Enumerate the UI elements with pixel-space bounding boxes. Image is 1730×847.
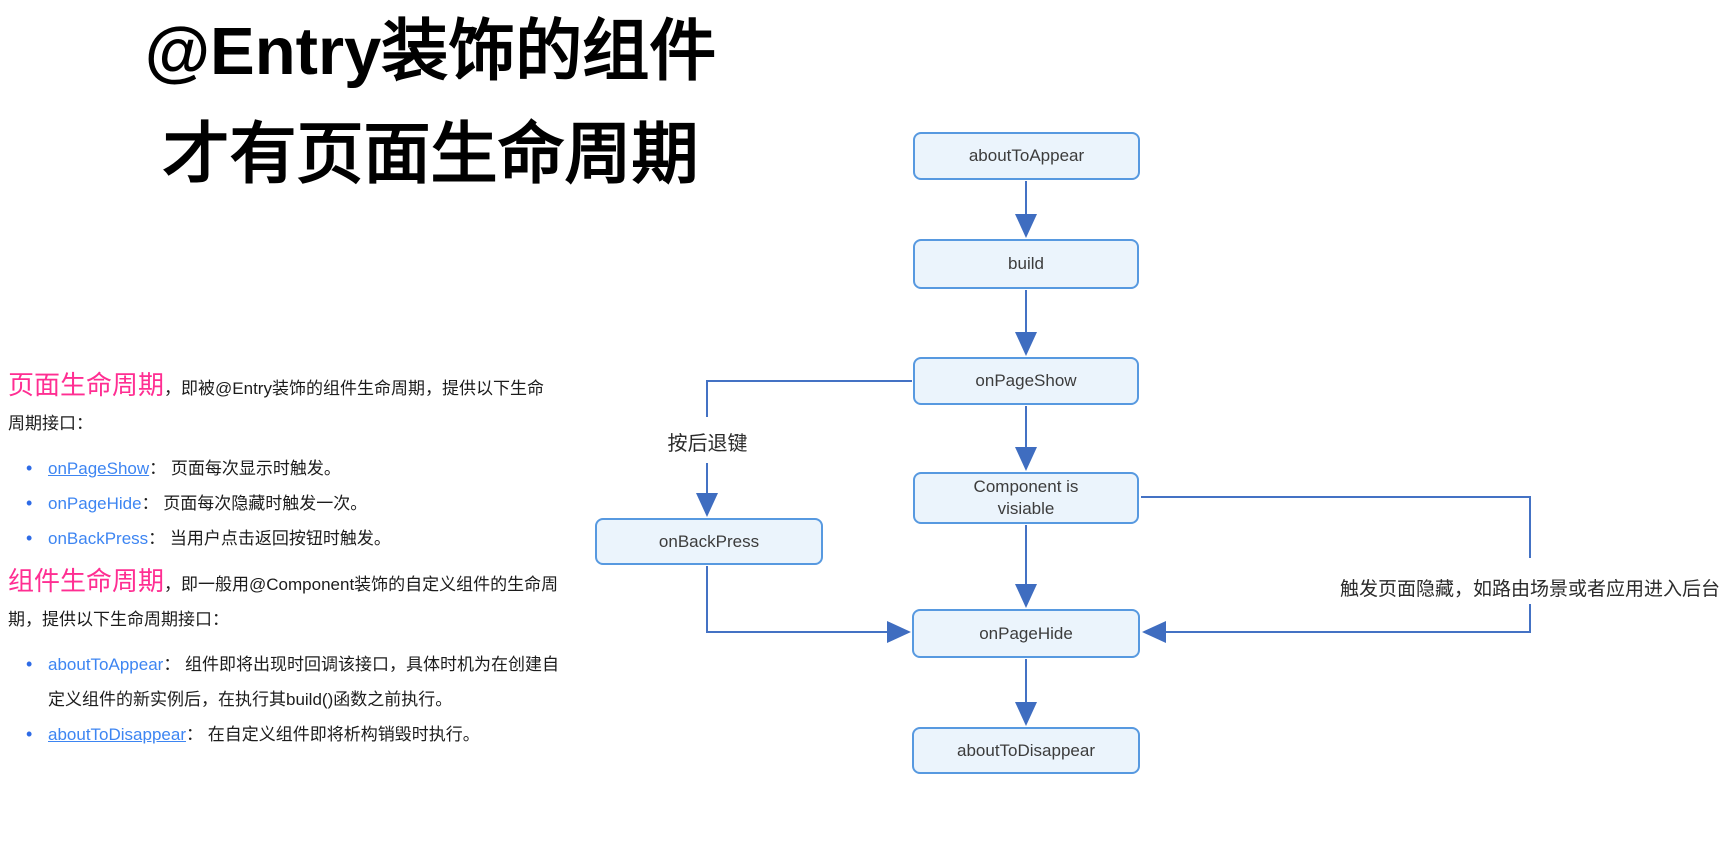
edge-hidetrigger-onpagehide bbox=[1142, 604, 1531, 643]
link-abouttodisappear[interactable]: aboutToDisappear bbox=[48, 725, 186, 744]
edge-label-back-key: 按后退键 bbox=[667, 433, 748, 455]
page-lifecycle-list: onPageShow： 页面每次显示时触发。 onPageHide： 页面每次隐… bbox=[8, 451, 560, 556]
link-abouttoappear[interactable]: aboutToAppear bbox=[48, 655, 164, 674]
list-item-onbackpress: onBackPress： 当用户点击返回按钮时触发。 bbox=[26, 521, 560, 556]
flow-node-build: build bbox=[913, 239, 1139, 289]
desc-onbackpress: ： 当用户点击返回按钮时触发。 bbox=[148, 529, 391, 548]
flow-node-label-line2: visiable bbox=[997, 499, 1055, 518]
section-page-lifecycle-intro: 页面生命周期，即被@Entry装饰的组件生命周期，提供以下生命周期接口： bbox=[8, 368, 560, 441]
flow-node-label-line1: Component is bbox=[973, 477, 1079, 496]
flow-node-onpagehide: onPageHide bbox=[912, 609, 1140, 658]
link-onpagehide[interactable]: onPageHide bbox=[48, 494, 142, 513]
list-item-onpagehide: onPageHide： 页面每次隐藏时触发一次。 bbox=[26, 486, 560, 521]
page-title-line2: 才有页面生命周期 bbox=[162, 117, 699, 192]
link-onpageshow[interactable]: onPageShow bbox=[48, 459, 150, 478]
flow-node-abouttodisappear: aboutToDisappear bbox=[912, 727, 1140, 774]
edge-component-hidetrigger-upper bbox=[1141, 496, 1531, 558]
section-heading-page-lifecycle: 页面生命周期 bbox=[8, 370, 165, 400]
desc-abouttoappear: ： 组件即将出现时回调该接口，具体时机为在创建自定义组件的新实例后，在执行其bu… bbox=[48, 655, 560, 709]
list-item-onpageshow: onPageShow： 页面每次显示时触发。 bbox=[26, 451, 560, 486]
flow-node-label: aboutToDisappear bbox=[957, 740, 1095, 760]
notes-column: 页面生命周期，即被@Entry装饰的组件生命周期，提供以下生命周期接口： onP… bbox=[8, 368, 560, 752]
list-item-abouttoappear: aboutToAppear： 组件即将出现时回调该接口，具体时机为在创建自定义组… bbox=[26, 647, 560, 717]
link-onbackpress[interactable]: onBackPress bbox=[48, 529, 149, 548]
flow-node-label: onPageShow bbox=[975, 371, 1077, 390]
flow-node-label: onPageHide bbox=[979, 623, 1073, 643]
section-intro-text: ，即被@Entry装饰的组件生命周期，提供以下生命周期接口： bbox=[8, 379, 544, 433]
flow-node-label: onBackPress bbox=[658, 531, 760, 551]
desc-onpagehide: ： 页面每次隐藏时触发一次。 bbox=[141, 494, 368, 513]
flow-node-label: build bbox=[1008, 254, 1044, 273]
flow-node-component-visible: Component is visiable bbox=[913, 472, 1139, 524]
list-item-abouttodisappear: aboutToDisappear： 在自定义组件即将析构销毁时执行。 bbox=[26, 717, 560, 752]
flow-node-abouttoappear: aboutToAppear bbox=[913, 132, 1140, 180]
edge-onpageshow-backkey-upper bbox=[706, 380, 912, 417]
flow-node-onbackpress: onBackPress bbox=[595, 518, 823, 565]
page-title-line1: @Entry装饰的组件 bbox=[144, 14, 717, 89]
component-lifecycle-list: aboutToAppear： 组件即将出现时回调该接口，具体时机为在创建自定义组… bbox=[8, 647, 560, 752]
edge-onbackpress-onpagehide bbox=[706, 566, 911, 643]
flow-node-label: aboutToAppear bbox=[968, 146, 1085, 165]
section-component-lifecycle-intro: 组件生命周期，即一般用@Component装饰的自定义组件的生命周期，提供以下生… bbox=[8, 564, 560, 637]
edge-label-page-hide-trigger: 触发页面隐藏，如路由场景或者应用进入后台 bbox=[1339, 579, 1720, 600]
section-intro-text: ，即一般用@Component装饰的自定义组件的生命周期，提供以下生命周期接口： bbox=[8, 575, 559, 629]
section-heading-component-lifecycle: 组件生命周期 bbox=[8, 566, 165, 596]
flow-node-onpageshow: onPageShow bbox=[913, 357, 1139, 405]
desc-onpageshow: ： 页面每次显示时触发。 bbox=[149, 459, 341, 478]
page-title: @Entry装饰的组件 才有页面生命周期 bbox=[118, 0, 743, 206]
desc-abouttodisappear: ： 在自定义组件即将析构销毁时执行。 bbox=[185, 725, 480, 744]
